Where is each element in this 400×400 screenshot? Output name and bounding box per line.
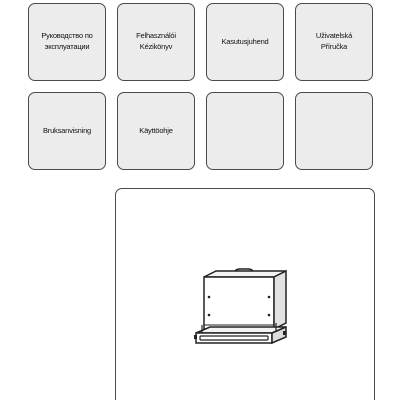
tile-label: Käyttöohje <box>139 125 173 135</box>
cooker-hood-product-image <box>194 268 287 345</box>
tile-label: Uživatelská Příručka <box>315 31 353 51</box>
manual-tile-czech[interactable]: Uživatelská Příručka <box>295 3 373 81</box>
product-preview-panel <box>115 188 375 400</box>
tile-label: Kasutusjuhend <box>221 36 269 46</box>
manual-tile-estonian[interactable]: Kasutusjuhend <box>206 3 284 81</box>
tile-label: Руководство по эксплуатации <box>41 31 93 51</box>
tile-label: Felhasználói Kézikönyv <box>136 31 176 51</box>
manual-tile-russian[interactable]: Руководство по эксплуатации <box>28 3 106 81</box>
empty-tile[interactable] <box>206 92 284 170</box>
empty-tile[interactable] <box>295 92 373 170</box>
manual-tile-hungarian[interactable]: Felhasználói Kézikönyv <box>117 3 195 81</box>
tile-label: Bruksanvisning <box>42 125 92 135</box>
manual-tile-norwegian[interactable]: Bruksanvisning <box>28 92 106 170</box>
manual-tile-finnish[interactable]: Käyttöohje <box>117 92 195 170</box>
